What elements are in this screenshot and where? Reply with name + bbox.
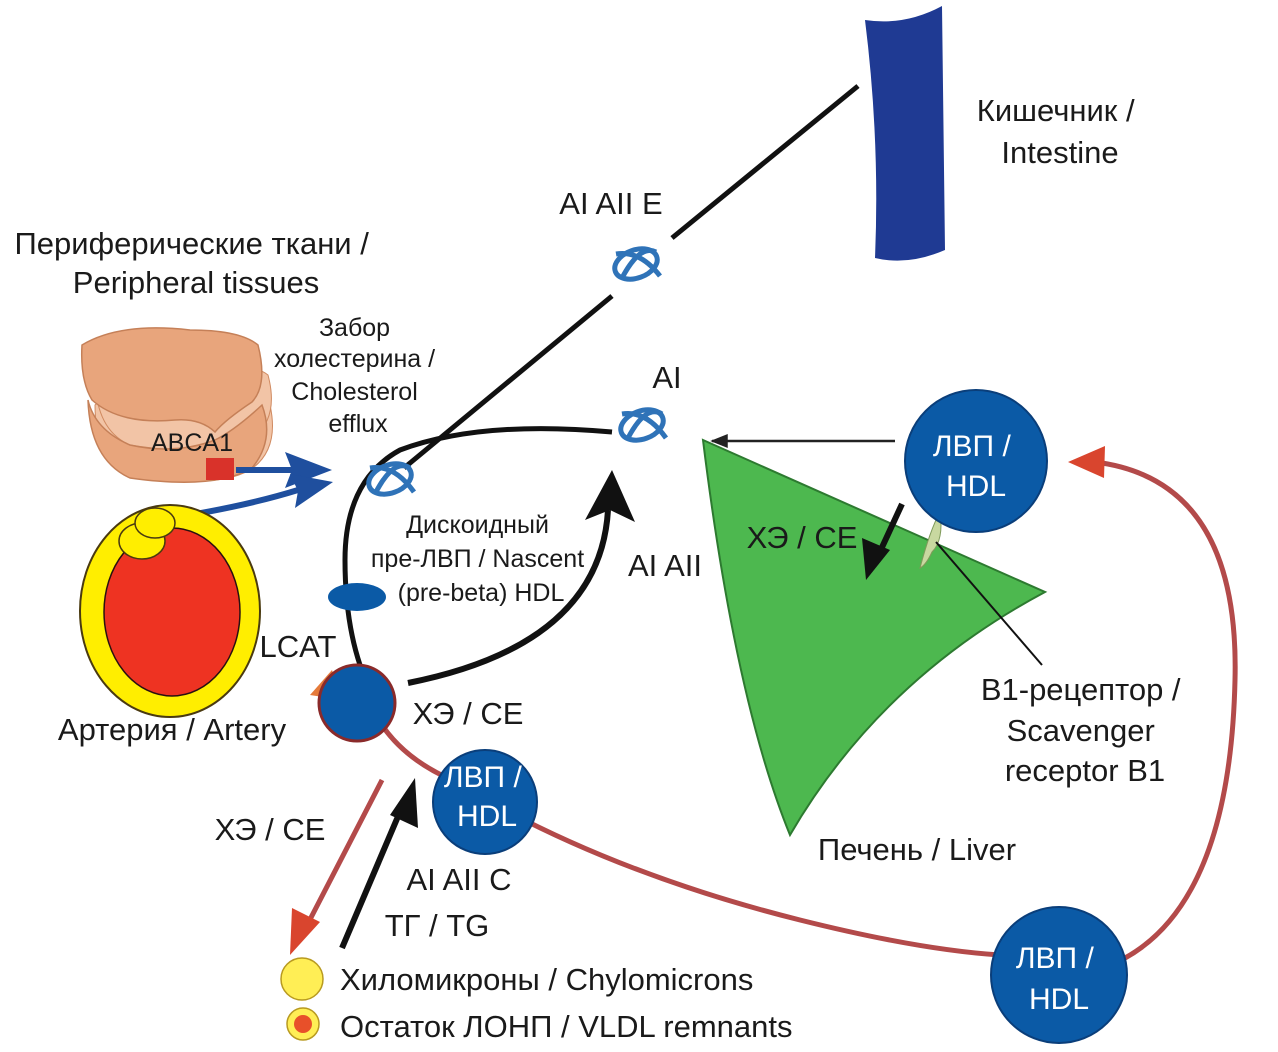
- apo-ai-aii-label: AI AII: [628, 548, 702, 583]
- ce-down-arrow: [299, 778, 385, 937]
- apo-ai-aii-c-label: AI AII C: [406, 862, 511, 897]
- hdl-red-pathway: [357, 667, 1001, 958]
- apo-ai-particle: [618, 407, 669, 443]
- ce-liver-label: ХЭ / CE: [747, 520, 858, 555]
- hdl-mid-particle: [432, 749, 538, 855]
- chylomicrons-label: Хиломикроны / Chylomicrons: [340, 962, 753, 997]
- hdl-return-arrowhead: [1068, 446, 1105, 478]
- efflux-line: [402, 294, 614, 470]
- efflux-particle: [366, 461, 417, 497]
- abca1-transporter: [206, 458, 234, 480]
- apo-ai-aii-e-particle: [612, 246, 662, 282]
- intestine-shape: [865, 6, 945, 261]
- ce-mid-label: ХЭ / CE: [413, 696, 524, 731]
- peripheral-tissues-label: Периферические ткани / Peripheral tissue…: [15, 226, 378, 300]
- ce-to-ai-arrowhead: [585, 470, 635, 522]
- vldl-remnant-dot-inner: [294, 1015, 312, 1033]
- sr-b1-pointer-line: [935, 541, 1043, 666]
- hdl-liver-particle: [904, 389, 1048, 533]
- cholesterol-efflux-label: Забор холестерина / Cholesterol efflux: [274, 314, 442, 438]
- intestine-label: Кишечник / Intestine: [977, 93, 1143, 170]
- sr-b1-receptor: [919, 510, 942, 569]
- tg-label: ТГ / TG: [385, 908, 490, 943]
- lcat-label: LCAT: [260, 629, 337, 664]
- tg-up-arrowhead: [390, 778, 418, 828]
- abca1-label: ABCA1: [151, 429, 233, 457]
- liver-shape: [701, 438, 1048, 838]
- liver-label: Печень / Liver: [818, 832, 1016, 867]
- ce-left-label: ХЭ / CE: [215, 812, 326, 847]
- hdl-return-arrow: [1094, 459, 1238, 961]
- hdl-liver-label: ЛВП / HDL: [933, 430, 1019, 503]
- apo-ai-aii-e-label: AI AII E: [559, 186, 662, 221]
- artery-label: Артерия / Artery: [58, 712, 287, 747]
- vldl-remnants-label: Остаток ЛОНП / VLDL remnants: [340, 1009, 792, 1044]
- intestine-line: [670, 84, 860, 240]
- hdl-mid-label: ЛВП / HDL: [444, 761, 530, 833]
- nascent-hdl-label: Дискоидный пре-ЛВП / Nascent (pre-beta) …: [371, 511, 591, 607]
- apo-ai-label: AI: [652, 360, 681, 395]
- ce-particle: [317, 663, 397, 743]
- ce-liver-arrowhead: [862, 538, 890, 580]
- ce-down-arrowhead: [290, 908, 320, 955]
- ce-to-ai-arrow: [407, 509, 611, 686]
- hdl-bottom-particle: [990, 906, 1128, 1044]
- chylomicron-dot: [280, 957, 324, 1001]
- artery-efflux-arrowhead: [290, 474, 333, 508]
- tg-up-arrow: [339, 798, 408, 950]
- sr-b1-label: B1-рецептор / Scavenger receptor B1: [981, 672, 1189, 788]
- peripheral-tissue-icon: [80, 327, 273, 483]
- hdl-bottom-label: ЛВП / HDL: [1016, 942, 1102, 1016]
- nascent-hdl-disc: [328, 583, 386, 611]
- artery-icon: [79, 504, 261, 718]
